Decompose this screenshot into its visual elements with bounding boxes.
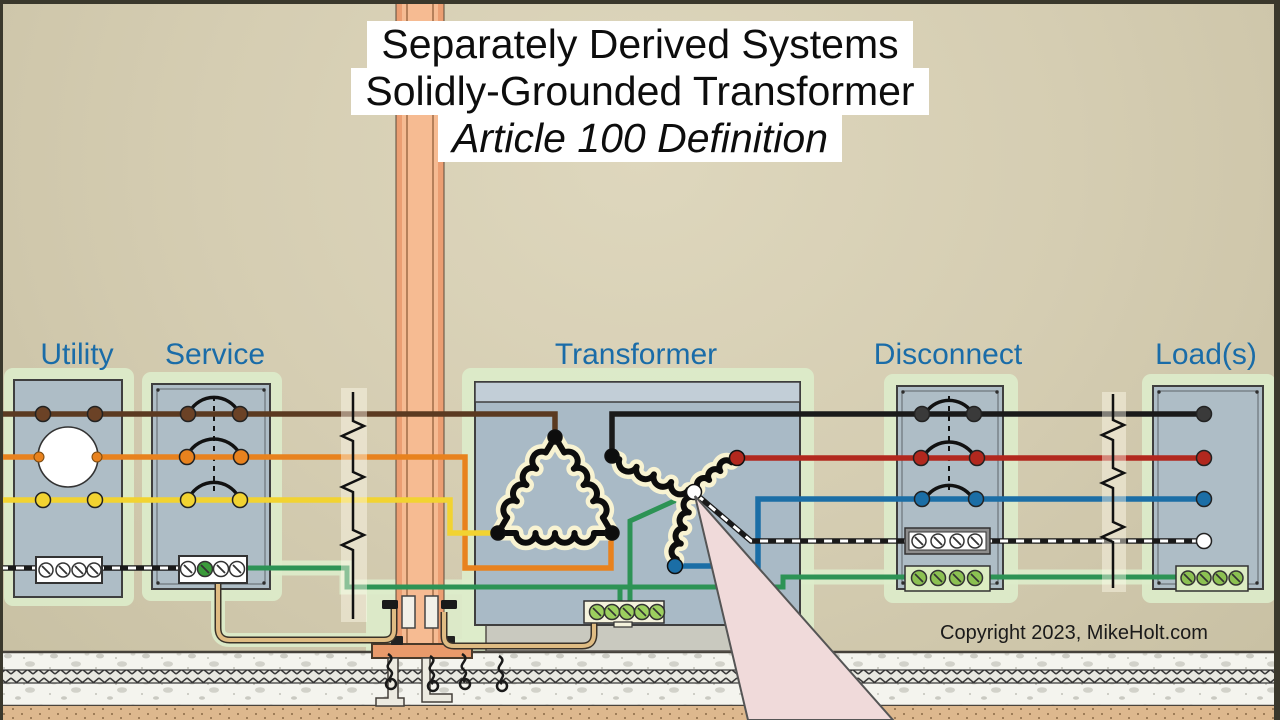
disconnect-ground-terminal <box>904 565 991 592</box>
service-breakers <box>186 395 242 497</box>
loads-ground-terminal <box>1175 565 1249 592</box>
frame-right <box>1274 0 1280 720</box>
rebar-bonding-clamps <box>384 652 509 693</box>
service-label: Service <box>165 338 265 371</box>
utility-label: Utility <box>40 338 113 371</box>
disconnect-breakers <box>923 396 975 498</box>
wire-break-symbols <box>338 388 1128 622</box>
phase-black <box>609 411 1204 455</box>
service-box <box>151 383 271 590</box>
transformer-lid <box>474 381 801 403</box>
phase-yellow <box>0 497 498 536</box>
phase-orange <box>0 454 614 571</box>
loads-label: Load(s) <box>1155 338 1257 371</box>
copyright-text: Copyright 2023, MikeHolt.com <box>940 622 1208 644</box>
utility-neutral-terminal <box>35 556 103 584</box>
pointer-arrow <box>694 495 895 720</box>
disconnect-neutral-terminal <box>904 527 991 555</box>
wye-neutral-point <box>685 483 703 501</box>
title-line-1: Separately Derived Systems <box>367 21 913 68</box>
rebar-electrode <box>0 669 1280 684</box>
column-gec-clamps <box>382 595 457 629</box>
service-neutral-terminal <box>178 555 248 584</box>
delta-primary-winding <box>490 429 620 551</box>
ground-wire-transformer-to-loads <box>620 574 1240 590</box>
frame-top <box>0 0 1280 4</box>
title-line-2: Solidly-Grounded Transformer <box>351 68 929 115</box>
transformer-ground-terminal <box>583 600 666 628</box>
concrete-slab <box>0 650 1280 720</box>
title-block: Separately Derived Systems Solidly-Groun… <box>0 21 1280 162</box>
winding-terminal-dots <box>490 429 746 575</box>
disconnect-label: Disconnect <box>874 338 1023 371</box>
connection-dots <box>34 405 1213 550</box>
earth <box>0 706 1280 720</box>
transformer-label: Transformer <box>555 338 717 371</box>
ground-wire-service-to-transformer <box>246 565 623 604</box>
frame-left <box>0 0 3 720</box>
system-bonding-jumper <box>627 489 696 604</box>
utility-meter <box>33 426 103 488</box>
title-line-3: Article 100 Definition <box>437 115 843 162</box>
grounding-electrode-conductors <box>214 581 598 650</box>
wye-secondary-winding <box>604 448 745 574</box>
